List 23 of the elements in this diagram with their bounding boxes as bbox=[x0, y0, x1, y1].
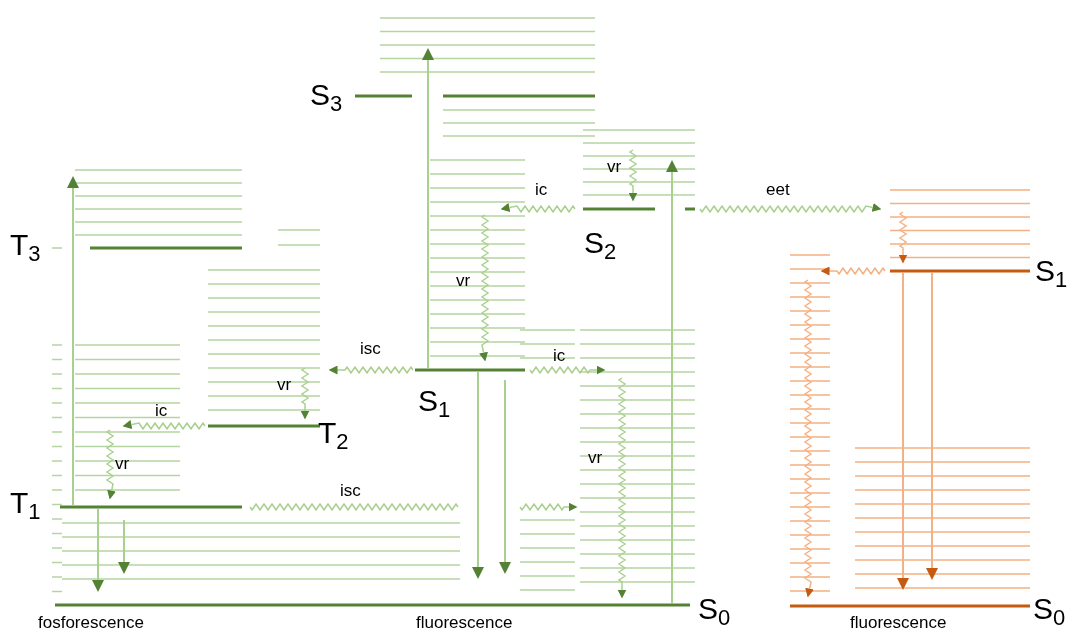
state-label: S$_{0}$ bbox=[698, 594, 731, 629]
state-label: S$_{3}$ bbox=[310, 80, 343, 115]
process-label: ic bbox=[553, 347, 566, 364]
state-label: S$_{1}$ bbox=[1035, 256, 1068, 291]
process-label: vr bbox=[607, 158, 622, 175]
process-label: ic bbox=[535, 181, 548, 198]
emission-label: fluorescence bbox=[850, 614, 947, 631]
state-label: T$_{2}$ bbox=[318, 418, 349, 453]
state-label: S$_{2}$ bbox=[584, 228, 617, 263]
process-label: vr bbox=[588, 449, 603, 466]
process-label: isc bbox=[340, 482, 361, 499]
process-label: isc bbox=[360, 340, 381, 357]
process-label: ic bbox=[155, 402, 168, 419]
emission-label: fluorescence bbox=[416, 614, 513, 631]
state-label: T$_{1}$ bbox=[10, 488, 41, 523]
process-label: vr bbox=[277, 376, 292, 393]
state-label: T$_{3}$ bbox=[10, 230, 41, 265]
process-label: eet bbox=[766, 181, 790, 198]
state-label: S$_{0}$ bbox=[1033, 594, 1066, 629]
emission-label: fosforescence bbox=[38, 614, 144, 631]
process-label: vr bbox=[115, 455, 130, 472]
process-label: vr bbox=[456, 272, 471, 289]
state-label: S$_{1}$ bbox=[418, 386, 451, 421]
